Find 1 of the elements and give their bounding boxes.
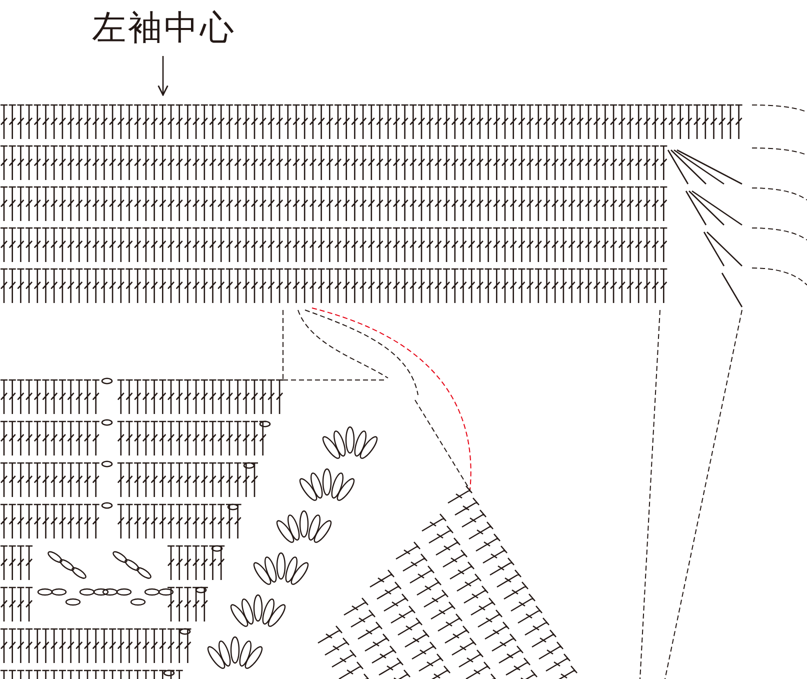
label-text: 左袖中心 [92,8,236,50]
